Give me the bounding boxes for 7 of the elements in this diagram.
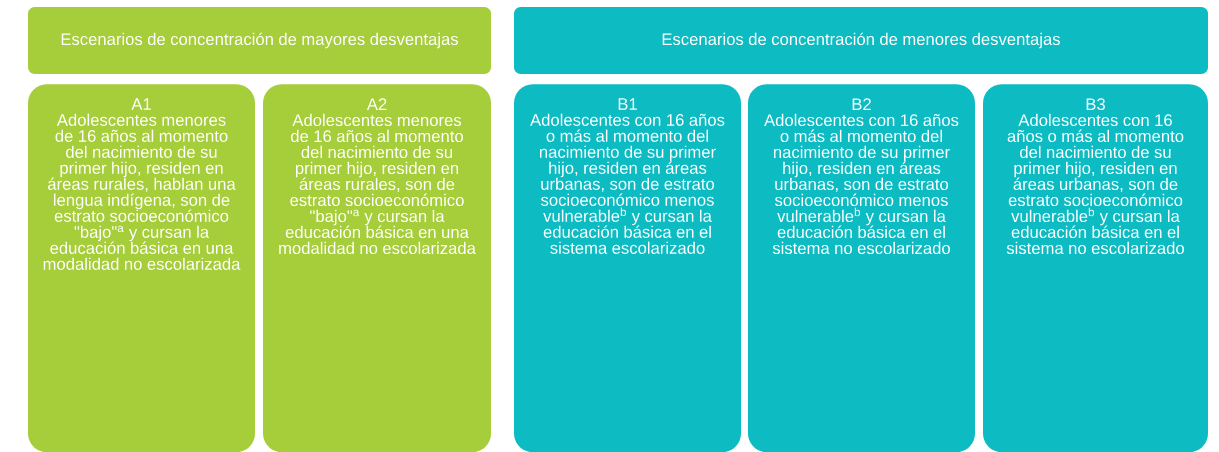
scenario-card: B2 Adolescentes con 16 años o más al momento del nacimiento de su primer hijo, residen en áreas urbanas, son de estrato socioeconómico menos vulnerable$^{b}$ y cursan la educación básica en el sistema no escolarizado <box>748 84 975 452</box>
scenario-card: B3 Adolescentes con 16 años o más al momento del nacimiento de su primer hijo, residen en áreas urbanas, son de estrato socioeconómico vulnerable$^{b}$ y cursan la educación básica en el sistema no escolarizado <box>983 84 1208 452</box>
scenario-card: B1 Adolescentes con 16 años o más al momento del nacimiento de su primer hijo, residen en áreas urbanas, son de estrato socioeconómico menos vulnerable$^{b}$ y cursan la educación básica en el sistema escolarizado <box>514 84 741 452</box>
header-banner: Escenarios de concentración de menores desventajas <box>514 7 1208 74</box>
scenario-card: A2 Adolescentes menores de 16 años al momento del nacimiento de su primer hijo, residen en áreas rurales, son de estrato socioeconómico "bajo"$^{a}$ y cursan la educación básica en una modalidad no escolarizada <box>263 84 491 452</box>
header-banner: Escenarios de concentración de mayores desventajas <box>28 7 491 74</box>
scenario-card: A1 Adolescentes menores de 16 años al momento del nacimiento de su primer hijo, residen en áreas rurales, hablan una lengua indígena, son de estrato socioeconómico "bajo"$^{a}$ y cursan la educación básica en una modalidad no escolarizada <box>28 84 255 452</box>
